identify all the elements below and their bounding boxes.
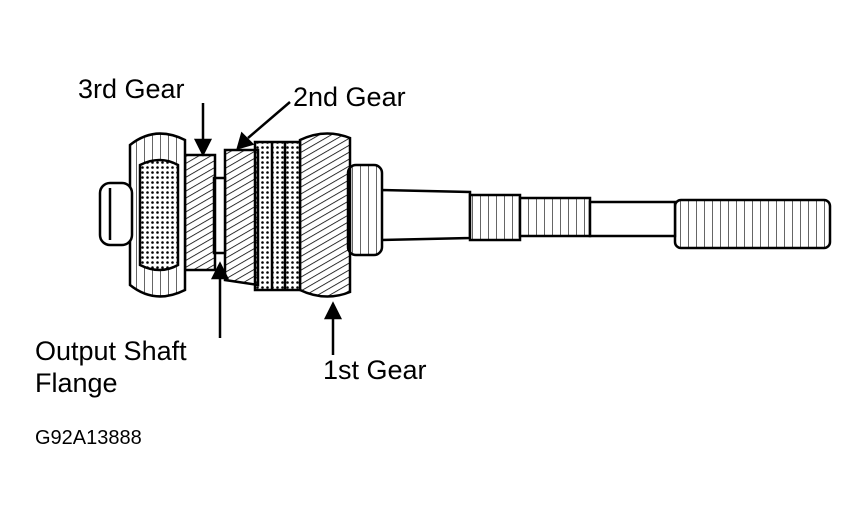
second-gear-label: 2nd Gear	[293, 82, 406, 112]
synchronizer	[253, 140, 302, 292]
second-gear	[223, 148, 260, 287]
splined-shaft-end	[673, 198, 832, 250]
output-shaft-flange-label-line1: Output Shaft	[35, 336, 187, 366]
shaft-stub	[98, 181, 134, 247]
third-gear	[183, 153, 217, 272]
third-gear-label: 3rd Gear	[78, 74, 185, 104]
bearing-collar	[346, 163, 384, 257]
first-gear-label: 1st Gear	[323, 355, 427, 385]
main-shaft	[378, 188, 472, 242]
figure-id: G92A13888	[35, 427, 142, 449]
first-gear	[298, 132, 352, 298]
output-shaft-flange-label-line2: Flange	[35, 368, 118, 398]
